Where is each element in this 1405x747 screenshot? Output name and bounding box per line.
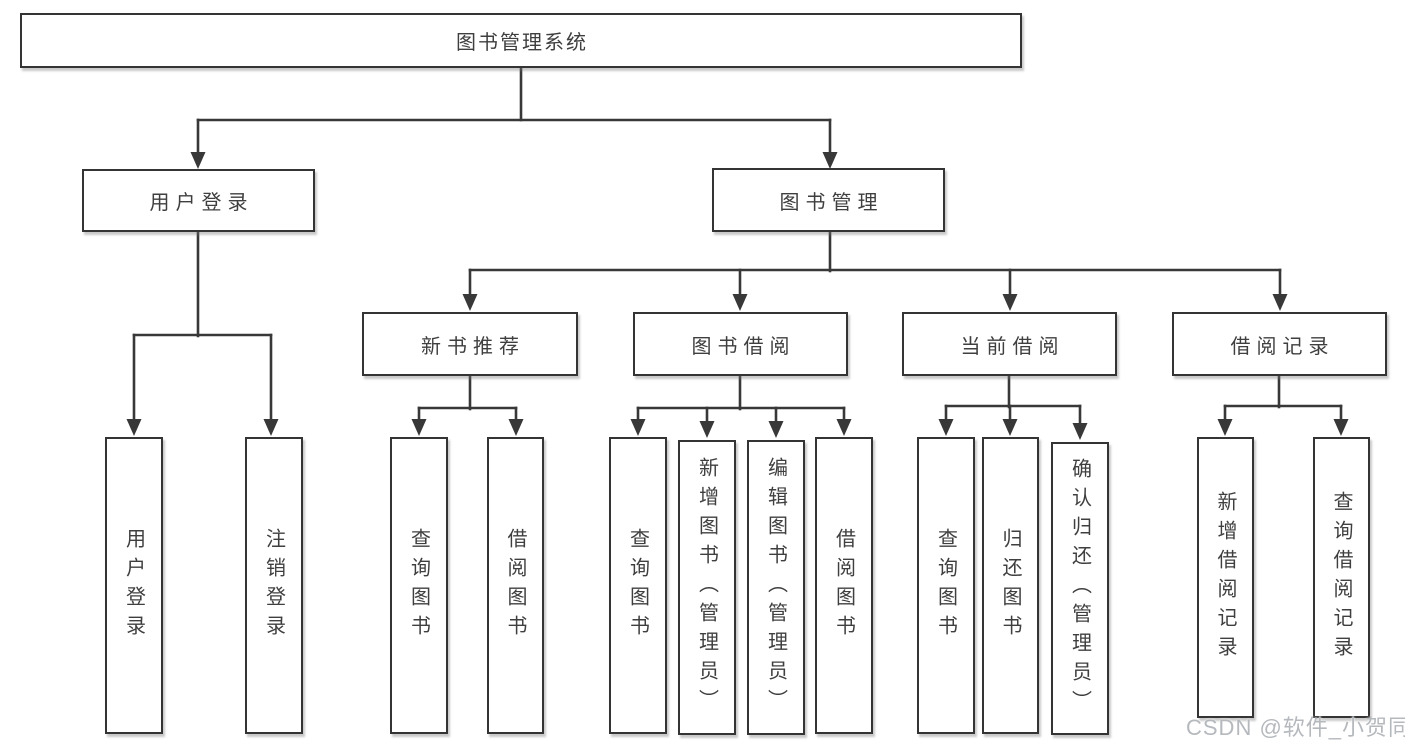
leaf-query-borrow-record: 查询借阅记录: [1313, 437, 1370, 718]
connector-bookmgmt-to-level3: [462, 229, 1288, 311]
node-label: 图书管理: [779, 191, 884, 214]
leaf-edit-books-admin: 编辑图书（管理员）: [747, 440, 805, 735]
node-label: 图书借阅: [691, 335, 796, 358]
connector-borrowing-to-leaves: [630, 373, 852, 438]
node-label: 用户登录: [149, 192, 254, 214]
node-label: 借阅记录: [1230, 335, 1335, 358]
leaf-label: 查询图书: [934, 527, 957, 644]
leaf-label: 用户登录: [122, 527, 145, 644]
csdn-watermark: CSDN @软件_小贺同学: [1186, 715, 1405, 740]
leaf-borrow-books-newbook: 借阅图书: [487, 437, 544, 734]
leaf-confirm-return-admin: 确认归还（管理员）: [1051, 442, 1109, 735]
leaf-add-books-admin: 新增图书（管理员）: [678, 440, 736, 735]
leaf-label: 新增借阅记录: [1214, 490, 1236, 665]
leaf-label: 查询图书: [407, 527, 430, 644]
leaf-query-books-newbook: 查询图书: [390, 437, 448, 734]
leaf-label: 归还图书: [999, 527, 1021, 644]
connector-records-to-leaves: [1217, 373, 1349, 436]
leaf-label: 确认归还（管理员）: [1068, 458, 1091, 719]
leaf-label: 注销登录: [262, 527, 285, 644]
connector-newbook-to-leaves: [411, 373, 524, 436]
leaf-label: 查询图书: [626, 527, 649, 644]
node-book-borrowing: 图书借阅: [633, 312, 848, 376]
node-label: 新书推荐: [421, 335, 525, 358]
leaf-label: 新增图书（管理员）: [695, 457, 718, 718]
leaf-return-books: 归还图书: [982, 437, 1039, 734]
leaf-label: 借阅图书: [504, 527, 526, 644]
leaf-label: 借阅图书: [832, 527, 855, 644]
connector-userlogin-to-leaves: [126, 230, 279, 436]
connector-current-to-leaves: [938, 373, 1088, 440]
node-label: 当前借阅: [960, 335, 1065, 358]
node-user-login: 用户登录: [82, 169, 315, 232]
leaf-logout: 注销登录: [245, 437, 303, 734]
leaf-user-login: 用户登录: [105, 437, 163, 734]
node-current-borrowing: 当前借阅: [902, 312, 1117, 376]
leaf-label: 编辑图书（管理员）: [764, 457, 787, 718]
node-borrowing-records: 借阅记录: [1172, 312, 1387, 376]
node-label: 图书管理系统: [456, 32, 588, 54]
node-library-management-system: 图书管理系统: [20, 13, 1022, 68]
leaf-query-books-borrowing: 查询图书: [609, 437, 667, 734]
node-new-book-recommendation: 新书推荐: [362, 312, 578, 376]
leaf-borrow-books-borrowing: 借阅图书: [815, 437, 873, 734]
node-book-management: 图书管理: [712, 168, 945, 232]
connector-root-to-level2: [190, 65, 838, 169]
leaf-label: 查询借阅记录: [1330, 490, 1352, 665]
leaf-add-borrow-record: 新增借阅记录: [1197, 437, 1254, 718]
leaf-query-books-current: 查询图书: [917, 437, 975, 734]
